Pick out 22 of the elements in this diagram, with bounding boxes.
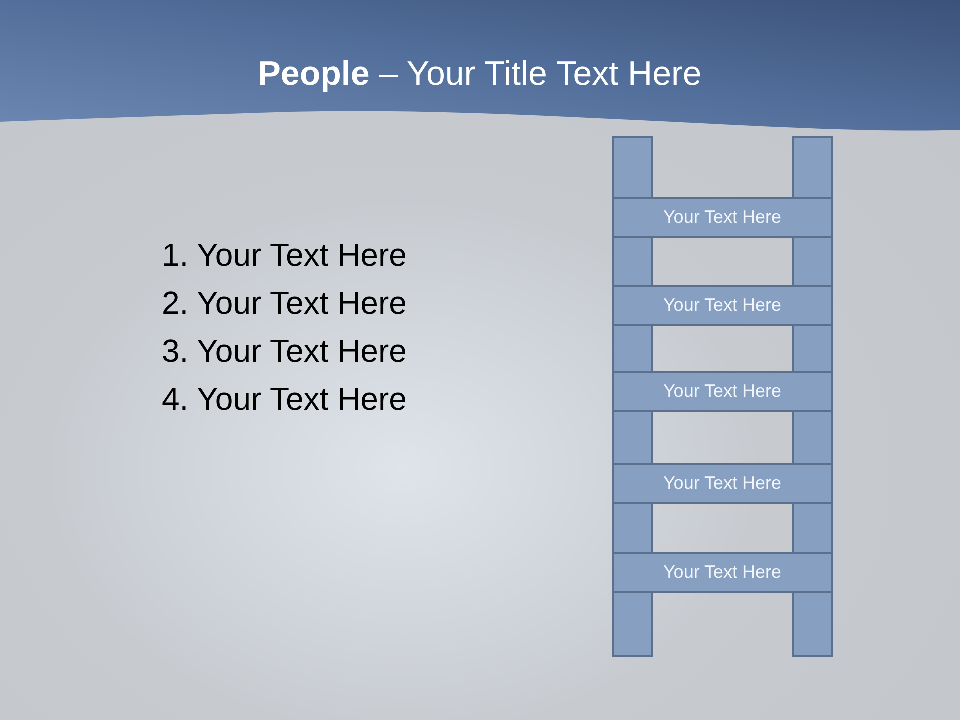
list-item: 4. Your Text Here	[162, 380, 407, 419]
rail-segment	[792, 410, 833, 465]
rail-segment	[612, 324, 653, 373]
rail-segment	[612, 410, 653, 465]
rail-segment	[792, 591, 833, 657]
ladder-rung: Your Text Here	[612, 197, 833, 238]
list-item: 2. Your Text Here	[162, 284, 407, 323]
list-item: 1. Your Text Here	[162, 236, 407, 275]
ladder-rung: Your Text Here	[612, 463, 833, 504]
rail-segment	[792, 136, 833, 199]
rail-segment	[612, 502, 653, 554]
ladder-rung: Your Text Here	[612, 552, 833, 593]
list-item: 3. Your Text Here	[162, 332, 407, 371]
rail-segment	[792, 324, 833, 373]
rail-segment	[792, 502, 833, 554]
slide-title: People – Your Title Text Here	[257, 54, 703, 95]
rail-segment	[612, 236, 653, 287]
rail-segment	[792, 236, 833, 287]
rail-segment	[612, 136, 653, 199]
rail-segment	[612, 591, 653, 657]
ladder-rung: Your Text Here	[612, 285, 833, 326]
ladder-rung: Your Text Here	[612, 371, 833, 412]
